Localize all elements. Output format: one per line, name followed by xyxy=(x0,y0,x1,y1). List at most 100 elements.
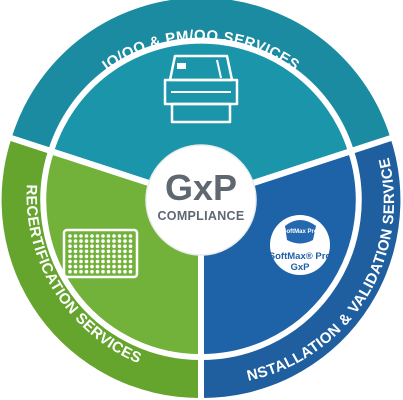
microplate-well xyxy=(79,264,83,269)
microplate-well xyxy=(123,264,127,269)
badge-line-1: SoftMax® Pro xyxy=(269,251,332,262)
microplate-well xyxy=(79,239,83,243)
microplate-well xyxy=(123,254,127,259)
microplate-well xyxy=(112,234,116,238)
microplate-well xyxy=(73,269,78,274)
microplate-well xyxy=(73,264,78,269)
microplate-well xyxy=(101,264,105,269)
badge-logo-text: SoftMax Pro xyxy=(282,229,317,235)
microplate-well xyxy=(106,234,111,238)
microplate-well xyxy=(112,259,116,264)
microplate-well xyxy=(112,249,116,254)
microplate-well xyxy=(90,264,94,269)
microplate-well xyxy=(128,269,133,274)
microplate-well xyxy=(106,259,111,264)
microplate-well xyxy=(90,234,94,238)
microplate-well xyxy=(128,239,133,243)
microplate-well xyxy=(95,249,100,254)
microplate-well xyxy=(123,269,127,274)
microplate-well xyxy=(95,259,100,264)
center-subtitle: COMPLIANCE xyxy=(157,209,244,223)
microplate-well xyxy=(128,254,133,259)
microplate-well xyxy=(101,239,105,243)
microplate-well xyxy=(112,269,116,274)
microplate-well xyxy=(90,254,94,259)
microplate-well xyxy=(68,259,72,264)
ring-segment-left xyxy=(1,135,201,399)
microplate-well xyxy=(123,249,127,254)
microplate-well xyxy=(95,239,100,243)
badge-line-2: GxP xyxy=(290,262,310,273)
instrument-icon xyxy=(163,54,239,124)
microplate-well xyxy=(73,259,78,264)
microplate-well xyxy=(101,249,105,254)
microplate-well xyxy=(68,264,72,269)
microplate-well xyxy=(95,269,100,274)
microplate-well xyxy=(84,254,89,259)
microplate-well xyxy=(84,239,89,243)
microplate-well xyxy=(95,254,100,259)
microplate-well xyxy=(106,254,111,259)
microplate-well xyxy=(73,249,78,254)
microplate-well xyxy=(112,239,116,243)
microplate-well xyxy=(79,249,83,254)
microplate-well xyxy=(123,234,127,238)
microplate-well xyxy=(79,244,83,248)
microplate-well xyxy=(68,239,72,243)
microplate-well xyxy=(73,239,78,243)
microplate-well xyxy=(68,254,72,259)
ring-segment-right xyxy=(201,135,401,399)
microplate-well xyxy=(106,249,111,254)
microplate-well xyxy=(84,259,89,264)
microplate-well xyxy=(68,244,72,248)
microplate-well xyxy=(106,239,111,243)
microplate-well xyxy=(84,234,89,238)
microplate-well xyxy=(68,249,72,254)
microplate-well xyxy=(117,264,122,269)
softmax-logo-icon xyxy=(285,220,316,244)
microplate-well xyxy=(106,244,111,248)
microplate-well xyxy=(112,254,116,259)
microplate-well xyxy=(117,269,122,274)
microplate-well xyxy=(101,234,105,238)
microplate-icon xyxy=(62,228,139,279)
microplate-well xyxy=(128,234,133,238)
microplate-well xyxy=(95,244,100,248)
microplate-well xyxy=(79,234,83,238)
microplate-well xyxy=(101,269,105,274)
microplate-well xyxy=(73,234,78,238)
microplate-well xyxy=(101,254,105,259)
microplate-well xyxy=(106,264,111,269)
microplate-well xyxy=(84,249,89,254)
microplate-well xyxy=(117,259,122,264)
microplate-well xyxy=(95,264,100,269)
microplate-well xyxy=(117,234,122,238)
microplate-well xyxy=(101,244,105,248)
microplate-well xyxy=(128,244,133,248)
microplate-well xyxy=(117,239,122,243)
microplate-well xyxy=(95,234,100,238)
microplate-well xyxy=(79,269,83,274)
microplate-well xyxy=(90,259,94,264)
microplate-well xyxy=(123,239,127,243)
microplate-well xyxy=(90,249,94,254)
microplate-well xyxy=(68,269,72,274)
microplate-well xyxy=(79,254,83,259)
microplate-well xyxy=(112,244,116,248)
center-title: GxP xyxy=(165,167,237,208)
microplate-well xyxy=(73,244,78,248)
center-circle xyxy=(145,144,257,256)
microplate-well xyxy=(106,269,111,274)
microplate-well xyxy=(128,259,133,264)
pie-segment-top xyxy=(47,37,355,204)
microplate-well xyxy=(117,249,122,254)
microplate-well xyxy=(68,234,72,238)
ring-segment-top xyxy=(12,0,390,151)
microplate-well xyxy=(117,254,122,259)
microplate-well xyxy=(112,264,116,269)
microplate-well xyxy=(84,244,89,248)
microplate-well xyxy=(84,269,89,274)
microplate-well xyxy=(128,249,133,254)
microplate-well xyxy=(90,239,94,243)
